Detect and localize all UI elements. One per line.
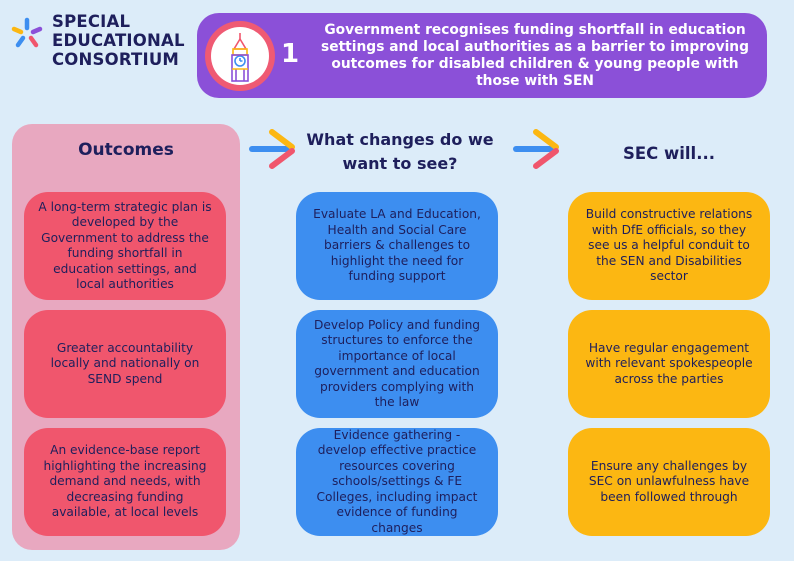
goal-statement: Government recognises funding shortfall … [321,22,749,89]
star-burst-icon [11,17,43,48]
outcomes-heading: Outcomes [78,140,174,160]
outcome-card: An evidence-base report highlighting the… [24,428,226,536]
change-card: Develop Policy and funding structures to… [296,310,498,418]
double-chevron-arrow-icon [249,129,295,169]
sec-action-card: Build constructive relations with DfE of… [568,192,770,300]
banner-badge [205,21,275,91]
logo-line-3: CONSORTIUM [52,50,180,69]
changes-heading: What changes do we want to see? [306,130,494,173]
logo-text: SPECIAL EDUCATIONAL CONSORTIUM [52,12,185,69]
sec-logo: SPECIAL EDUCATIONAL CONSORTIUM [10,12,200,69]
logo-line-2: EDUCATIONAL [52,31,185,50]
sec-will-heading: SEC will... [622,144,716,163]
change-card: Evidence gathering - develop effective p… [296,428,498,536]
outcome-card: A long-term strategic plan is developed … [24,192,226,300]
change-card: Evaluate LA and Education, Health and So… [296,192,498,300]
outcome-card: Greater accountability locally and natio… [24,310,226,418]
sec-action-card: Have regular engagement with relevant sp… [568,310,770,418]
goal-banner: 1 Government recognises funding shortfal… [197,13,767,98]
logo-line-1: SPECIAL [52,12,131,31]
sec-action-card: Ensure any challenges by SEC on unlawful… [568,428,770,536]
big-ben-icon [231,33,249,82]
goal-number: 1 [281,39,300,69]
double-chevron-arrow-icon [513,129,559,169]
